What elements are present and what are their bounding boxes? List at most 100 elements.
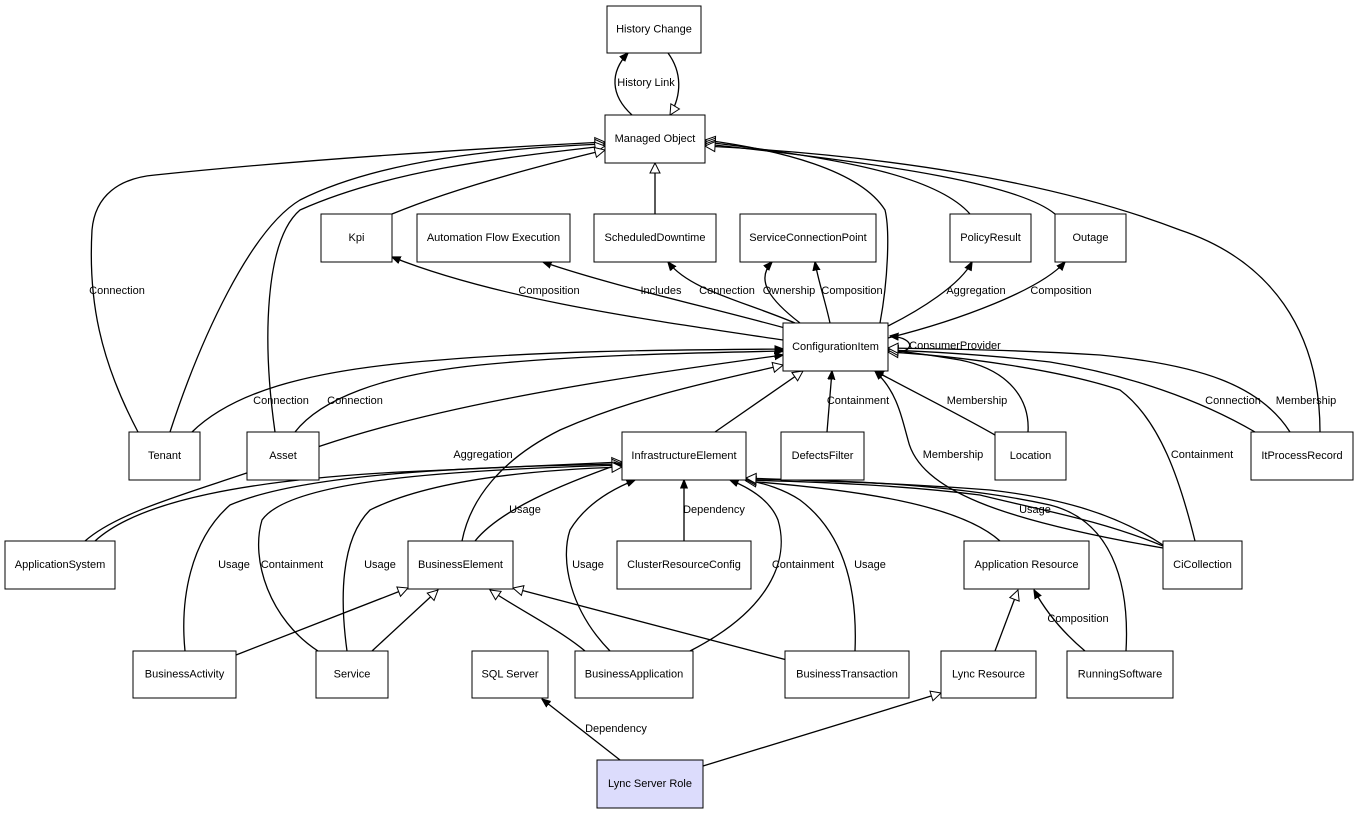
edge-ba-ie	[183, 464, 622, 652]
svg-text:ClusterResourceConfig: ClusterResourceConfig	[627, 559, 741, 571]
label-usage-ba: Usage	[218, 559, 250, 571]
node-asset[interactable]: Asset	[246, 431, 320, 481]
edge-be-ie	[474, 463, 622, 542]
svg-text:Tenant: Tenant	[148, 450, 181, 462]
edge-ci-sd	[668, 262, 796, 324]
node-application-resource[interactable]: Application Resource	[963, 540, 1090, 590]
label-connection-tenant-ci: Connection	[253, 395, 309, 407]
node-outage[interactable]: Outage	[1054, 213, 1127, 263]
node-policy-result[interactable]: PolicyResult	[949, 213, 1032, 263]
label-connection-asset-ci: Connection	[327, 395, 383, 407]
label-usage-cicoll: Usage	[1019, 504, 1051, 516]
node-cluster-resource-config[interactable]: ClusterResourceConfig	[616, 540, 752, 590]
svg-text:InfrastructureElement: InfrastructureElement	[631, 450, 736, 462]
node-scheduled-downtime[interactable]: ScheduledDowntime	[593, 213, 717, 263]
svg-text:SQL Server: SQL Server	[481, 669, 538, 681]
edge-ba-be	[235, 588, 408, 656]
label-aggregation-pr: Aggregation	[946, 285, 1005, 297]
svg-text:Location: Location	[1010, 450, 1052, 462]
svg-text:Automation Flow Execution: Automation Flow Execution	[427, 232, 560, 244]
label-dependency-crc: Dependency	[683, 504, 745, 516]
svg-text:Lync Resource: Lync Resource	[952, 669, 1025, 681]
edge-itpr-ci-mem	[888, 348, 1291, 433]
label-composition-rs: Composition	[1047, 613, 1108, 625]
edge-cicoll-ci-cont	[888, 352, 1196, 542]
edge-rs-ar	[1034, 590, 1086, 652]
edge-ar-ie	[746, 481, 1001, 542]
label-ownership: Ownership	[763, 285, 816, 297]
label-usage-bapp: Usage	[572, 559, 604, 571]
svg-text:Asset: Asset	[269, 450, 297, 462]
node-service[interactable]: Service	[315, 650, 389, 699]
label-membership-cicoll: Membership	[923, 449, 984, 461]
edge-service-ie-usage	[342, 467, 622, 652]
edge-cicoll-ci-mem	[875, 371, 1164, 549]
node-location[interactable]: Location	[994, 431, 1067, 481]
svg-text:BusinessTransaction: BusinessTransaction	[796, 669, 898, 681]
label-containment-bapp: Containment	[772, 559, 834, 571]
node-kpi[interactable]: Kpi	[320, 213, 393, 263]
node-configuration-item[interactable]: ConfigurationItem	[782, 322, 889, 372]
edge-ci-afe	[543, 262, 786, 329]
label-dependency-lsr: Dependency	[585, 723, 647, 735]
svg-text:Application Resource: Application Resource	[975, 559, 1079, 571]
label-membership-itpr: Membership	[1276, 395, 1337, 407]
svg-text:ItProcessRecord: ItProcessRecord	[1261, 450, 1342, 462]
node-automation-flow-execution[interactable]: Automation Flow Execution	[416, 213, 571, 263]
node-infrastructure-element[interactable]: InfrastructureElement	[621, 431, 747, 481]
node-business-application[interactable]: BusinessApplication	[574, 650, 694, 699]
label-usage-bt: Usage	[854, 559, 886, 571]
svg-text:ApplicationSystem: ApplicationSystem	[15, 559, 106, 571]
edge-bt-ie	[745, 480, 856, 652]
svg-text:Service: Service	[334, 669, 371, 681]
node-defects-filter[interactable]: DefectsFilter	[780, 431, 865, 481]
label-usage-service: Usage	[364, 559, 396, 571]
node-history-change[interactable]: History Change	[606, 5, 702, 54]
edge-bt-be	[513, 588, 788, 661]
edge-ie-ci	[714, 371, 803, 433]
node-application-system[interactable]: ApplicationSystem	[4, 540, 116, 590]
node-it-process-record[interactable]: ItProcessRecord	[1250, 431, 1354, 481]
edge-ci-scp-own	[765, 262, 801, 324]
svg-text:PolicyResult: PolicyResult	[960, 232, 1021, 244]
label-containment-service: Containment	[261, 559, 323, 571]
edge-outage-mo	[705, 144, 1056, 215]
node-business-element[interactable]: BusinessElement	[407, 540, 514, 590]
edge-itpr-ci-conn	[888, 350, 1256, 433]
edges	[84, 53, 1321, 767]
nodes: History Change Managed Object Kpi Automa…	[4, 5, 1354, 809]
edge-labels: History Link Connection Composition Incl…	[89, 77, 1336, 735]
svg-text:Lync Server Role: Lync Server Role	[608, 778, 692, 790]
edge-bapp-ie-usage	[565, 480, 635, 652]
label-membership-location: Membership	[947, 395, 1008, 407]
edge-be-ci	[461, 365, 783, 542]
node-managed-object[interactable]: Managed Object	[604, 114, 706, 164]
label-containment-df: Containment	[827, 395, 889, 407]
edge-ci-kpi	[392, 257, 784, 341]
edge-lsr-lr	[702, 693, 941, 767]
edge-cicoll-ie-usage	[746, 480, 1164, 547]
edge-tenant-ci	[191, 349, 783, 433]
svg-text:DefectsFilter: DefectsFilter	[792, 450, 854, 462]
node-lync-server-role[interactable]: Lync Server Role	[596, 759, 704, 809]
node-business-activity[interactable]: BusinessActivity	[132, 650, 237, 699]
edge-service-be	[371, 590, 438, 652]
node-running-software[interactable]: RunningSoftware	[1066, 650, 1174, 699]
node-sql-server[interactable]: SQL Server	[471, 650, 549, 699]
svg-text:ServiceConnectionPoint: ServiceConnectionPoint	[749, 232, 866, 244]
svg-text:ConfigurationItem: ConfigurationItem	[792, 341, 879, 353]
label-composition-kpi: Composition	[518, 285, 579, 297]
node-business-transaction[interactable]: BusinessTransaction	[784, 650, 910, 699]
node-lync-resource[interactable]: Lync Resource	[940, 650, 1037, 699]
svg-text:BusinessApplication: BusinessApplication	[585, 669, 683, 681]
edge-bapp-be	[490, 590, 586, 652]
node-service-connection-point[interactable]: ServiceConnectionPoint	[739, 213, 877, 263]
label-connection-sd: Connection	[699, 285, 755, 297]
edge-asset-ci	[294, 351, 783, 433]
edge-bapp-ie-cont	[689, 480, 782, 652]
node-tenant[interactable]: Tenant	[128, 431, 201, 481]
edge-asset-mo	[267, 146, 605, 433]
svg-text:BusinessElement: BusinessElement	[418, 559, 503, 571]
node-ci-collection[interactable]: CiCollection	[1162, 540, 1243, 590]
